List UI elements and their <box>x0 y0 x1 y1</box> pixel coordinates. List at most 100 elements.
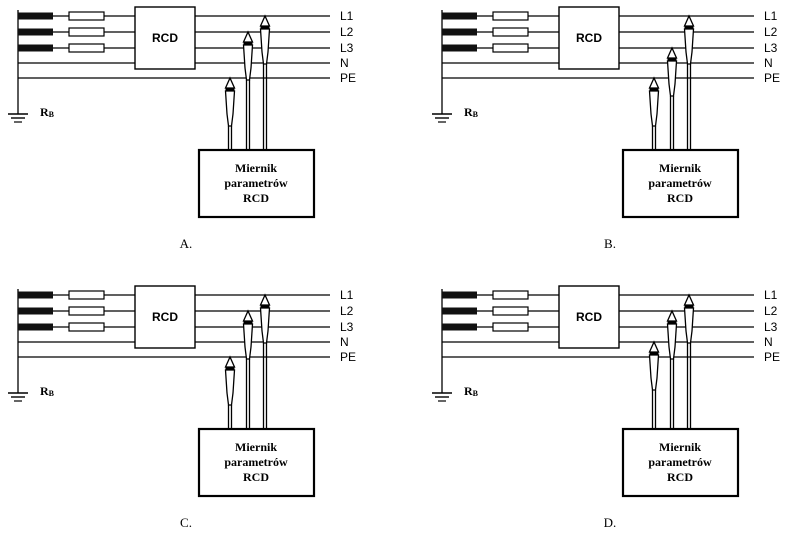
fuse <box>68 27 105 37</box>
line-label-n: N <box>764 335 773 349</box>
probe-body <box>648 90 660 127</box>
source-bar <box>18 307 53 315</box>
rcd-box <box>134 6 196 70</box>
probe <box>683 14 695 150</box>
probe-collar <box>667 321 677 324</box>
rcd-label: RCD <box>576 31 602 45</box>
meter-label: Miernik <box>235 440 277 454</box>
probe-tip <box>683 293 695 306</box>
meter-label: parametrów <box>648 455 712 469</box>
meter-label: parametrów <box>648 176 712 190</box>
probe-collar <box>225 367 235 370</box>
line-label-l3: L3 <box>764 41 778 55</box>
fuse <box>492 43 529 53</box>
probe-lead <box>651 126 657 150</box>
probe-lead <box>245 359 251 429</box>
probe-tip <box>666 309 678 322</box>
meter-label: RCD <box>243 470 269 484</box>
line-label-n: N <box>340 335 349 349</box>
source-bar <box>442 291 477 299</box>
source-bar <box>18 12 53 20</box>
meter-label: Miernik <box>659 440 701 454</box>
fuse <box>68 322 105 332</box>
probe <box>242 30 254 150</box>
fuse <box>492 306 529 316</box>
probe-tip <box>648 76 660 89</box>
ground-label: RB <box>40 384 55 398</box>
probe-tip <box>242 30 254 43</box>
probe-lead <box>651 390 657 429</box>
probe-collar <box>684 305 694 308</box>
ground-label: RB <box>464 105 479 119</box>
probe <box>683 293 695 429</box>
panel-caption: B. <box>604 236 616 251</box>
probe-collar <box>243 321 253 324</box>
probe-body <box>683 28 695 65</box>
probe-collar <box>649 352 659 355</box>
fuse <box>492 322 529 332</box>
probe-tip <box>666 46 678 59</box>
probe-tip <box>683 14 695 27</box>
probe-body <box>666 60 678 97</box>
probe-tip <box>242 309 254 322</box>
probe <box>648 340 660 429</box>
source-bar <box>442 307 477 315</box>
probe <box>224 355 236 429</box>
line-label-l2: L2 <box>764 25 778 39</box>
probe-tip <box>224 76 236 89</box>
rcd-label: RCD <box>152 310 178 324</box>
fuse <box>492 290 529 300</box>
probe-tip <box>224 355 236 368</box>
meter-label: RCD <box>667 191 693 205</box>
meter-box <box>197 427 316 498</box>
line-label-l3: L3 <box>764 320 778 334</box>
line-label-l3: L3 <box>340 320 354 334</box>
rcd-label: RCD <box>152 31 178 45</box>
probe <box>666 46 678 150</box>
probe-body <box>224 369 236 406</box>
ground-sub: B <box>473 110 479 119</box>
source-bar <box>442 44 477 52</box>
probe-body <box>242 323 254 360</box>
probe <box>666 309 678 429</box>
rcd-box <box>558 6 620 70</box>
probe-tip <box>259 293 271 306</box>
ground-sub: B <box>49 389 55 398</box>
meter-box <box>621 148 740 219</box>
fuse <box>68 306 105 316</box>
rcd-label: RCD <box>576 310 602 324</box>
meter-label: Miernik <box>659 161 701 175</box>
fuse <box>68 11 105 21</box>
line-label-l1: L1 <box>764 288 778 302</box>
meter-label: Miernik <box>235 161 277 175</box>
rcd-box <box>134 285 196 349</box>
probe <box>259 293 271 429</box>
line-label-pe: PE <box>340 350 356 364</box>
probe <box>242 309 254 429</box>
probe-collar <box>260 26 270 29</box>
probe <box>648 76 660 150</box>
source-bar <box>18 323 53 331</box>
fuse <box>492 27 529 37</box>
ground-label: RB <box>464 384 479 398</box>
line-label-n: N <box>340 56 349 70</box>
fuse <box>68 43 105 53</box>
source-bar <box>442 28 477 36</box>
line-label-l1: L1 <box>764 9 778 23</box>
meter-label: parametrów <box>224 455 288 469</box>
probe-body <box>259 307 271 344</box>
meter-box <box>621 427 740 498</box>
probe-collar <box>667 58 677 61</box>
panel-caption: C. <box>180 515 192 530</box>
probe-lead <box>227 126 233 150</box>
probe-tip <box>259 14 271 27</box>
probe <box>259 14 271 150</box>
probe-collar <box>243 42 253 45</box>
source-bar <box>18 28 53 36</box>
source-bar <box>442 12 477 20</box>
line-label-n: N <box>764 56 773 70</box>
